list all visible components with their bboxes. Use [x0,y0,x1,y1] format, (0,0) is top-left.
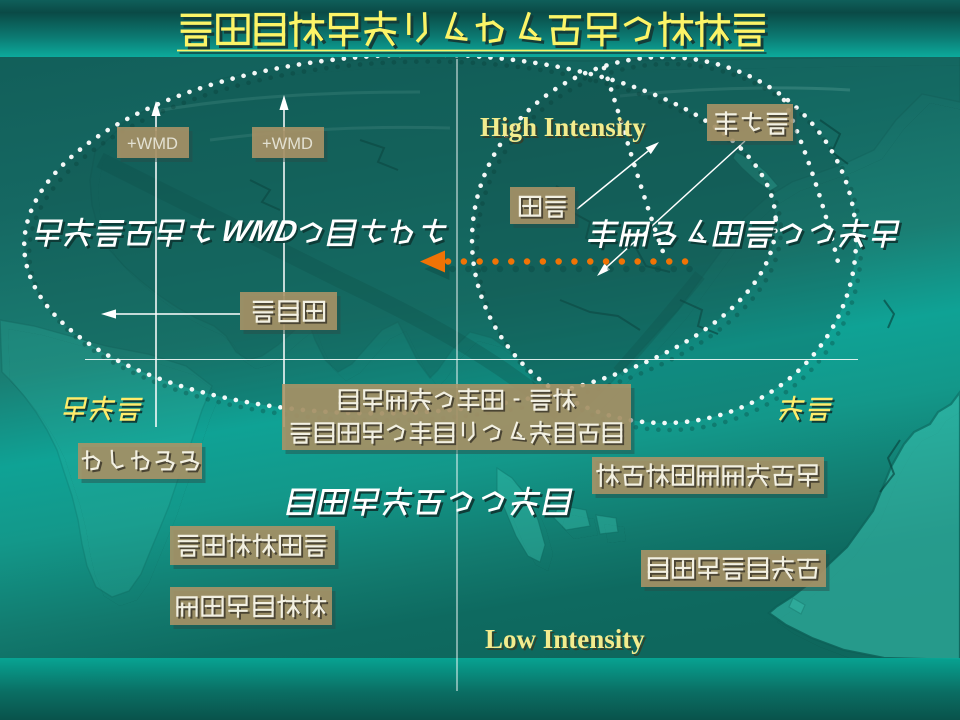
svg-text:+WMD: +WMD [127,135,178,153]
svg-text:Low Intensity: Low Intensity [485,624,645,654]
svg-text:Low Intensity: Low Intensity [487,626,647,656]
svg-text:WMD: WMD [218,215,300,248]
svg-text:WMD: WMD [220,217,302,250]
svg-text:High Intensity: High Intensity [480,112,646,142]
svg-text:+WMD: +WMD [262,135,313,153]
svg-text:High Intensity: High Intensity [482,114,648,144]
